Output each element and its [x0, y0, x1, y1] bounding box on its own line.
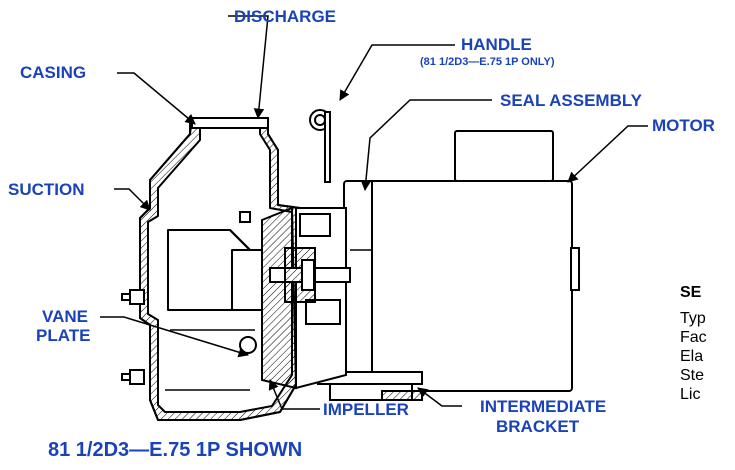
seal-panel-title: SE: [680, 284, 702, 301]
vane-plate-label-line2: PLATE: [36, 326, 91, 345]
discharge-label: DISCHARGE: [234, 7, 337, 26]
seal-panel-line: Ela: [680, 348, 704, 365]
vane-plate-label-line1: VANE: [42, 307, 88, 326]
handle-label: HANDLE: [461, 35, 532, 54]
suction-leader: [114, 188, 151, 211]
motor-body: [343, 130, 580, 392]
casing-label: CASING: [20, 63, 87, 82]
vane-plate-leader: [100, 316, 250, 358]
impeller-label: IMPELLER: [323, 400, 409, 419]
discharge-leader: [228, 15, 269, 120]
seal-assembly-leader: [360, 99, 492, 192]
casing-leader: [117, 72, 196, 125]
seal-panel-line: Lic: [680, 386, 701, 403]
seal-panel-line: Fac: [680, 329, 707, 346]
intermediate-bracket-leader: [417, 387, 462, 407]
handle-note: (81 1/2D3—E.75 1P ONLY): [420, 56, 555, 68]
intermediate-bracket-label-line2: BRACKET: [496, 417, 580, 436]
flange-bolts: [121, 211, 251, 385]
handle: [309, 109, 331, 183]
handle-leader: [339, 44, 455, 101]
diagram-caption: 81 1/2D3—E.75 1P SHOWN: [48, 439, 303, 461]
suction-label: SUCTION: [8, 180, 85, 199]
intermediate-bracket-label-line1: INTERMEDIATE: [480, 397, 607, 416]
motor-leader: [567, 125, 648, 183]
seal-panel-line: Ste: [680, 367, 705, 384]
motor-label: MOTOR: [652, 116, 715, 135]
seal-assembly: [239, 206, 351, 390]
seal-assembly-label: SEAL ASSEMBLY: [500, 91, 643, 110]
leader-lines: [100, 15, 648, 410]
impeller-leader: [268, 379, 320, 410]
seal-panel-line: Typ: [680, 310, 706, 327]
